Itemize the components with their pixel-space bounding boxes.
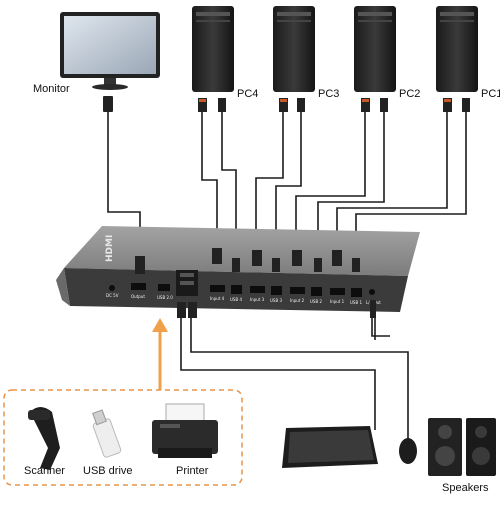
upload-arrow bbox=[152, 318, 168, 390]
speakers-icon bbox=[428, 418, 496, 476]
pc3-label: PC3 bbox=[318, 88, 340, 100]
port-dc-label: DC 5V bbox=[106, 293, 119, 298]
scanner-icon bbox=[28, 407, 60, 470]
port-usb2-label: USB 2 bbox=[310, 299, 322, 304]
kvm-switch: HDMI bbox=[56, 226, 420, 312]
printer-label: Printer bbox=[176, 465, 209, 477]
pc4-tower-icon bbox=[192, 6, 234, 92]
pc3-tower-icon bbox=[273, 6, 315, 92]
keyboard-icon bbox=[282, 426, 378, 468]
mouse-icon bbox=[399, 438, 417, 464]
cables bbox=[107, 112, 467, 440]
scanner-label: Scanner bbox=[24, 465, 65, 477]
port-usb4-label: USB 4 bbox=[230, 297, 242, 302]
pc1-tower-icon bbox=[436, 6, 478, 92]
port-input3-label: Input 3 bbox=[250, 297, 265, 302]
cable-plugs bbox=[103, 96, 470, 112]
svg-text:HDMI: HDMI bbox=[105, 235, 115, 262]
pc4-label: PC4 bbox=[237, 88, 259, 100]
port-input1-label: Input 1 bbox=[330, 299, 345, 304]
port-input4-label: Input 4 bbox=[210, 296, 225, 301]
pc2-label: PC2 bbox=[399, 88, 421, 100]
switch-plugs bbox=[135, 248, 376, 318]
port-output-label: Output bbox=[131, 294, 145, 299]
port-input2-label: Input 2 bbox=[290, 298, 305, 303]
port-usb3-label: USB 3 bbox=[270, 298, 282, 303]
usb-peripherals-box bbox=[3, 389, 243, 486]
usb-drive-label: USB drive bbox=[83, 465, 133, 477]
pc1-label: PC1 bbox=[481, 88, 500, 100]
printer-icon bbox=[152, 403, 218, 458]
monitor-icon bbox=[60, 12, 160, 90]
port-usb-out-label: USB 2.0 bbox=[157, 295, 173, 300]
usb-drive-icon bbox=[92, 409, 122, 458]
port-usb1-label: USB 1 bbox=[350, 300, 362, 305]
monitor-label: Monitor bbox=[33, 83, 70, 95]
pc2-tower-icon bbox=[354, 6, 396, 92]
speakers-label: Speakers bbox=[442, 482, 489, 494]
